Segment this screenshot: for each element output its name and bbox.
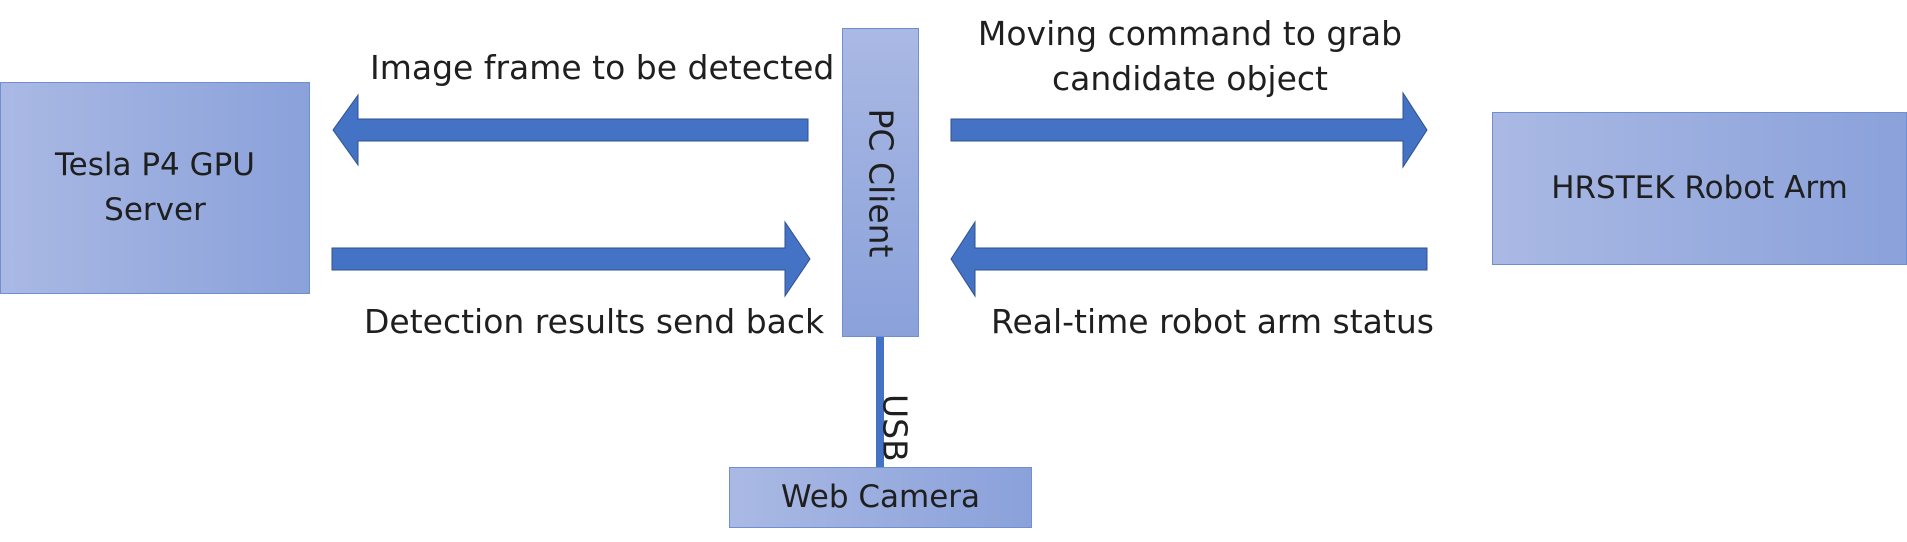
arrow-moving-command <box>950 91 1428 169</box>
pc-client-label: PC Client <box>861 108 900 257</box>
robot-arm-label: HRSTEK Robot Arm <box>1551 170 1848 207</box>
robot-arm-box: HRSTEK Robot Arm <box>1492 112 1907 265</box>
pc-client-box: PC Client <box>842 28 919 337</box>
web-camera-label: Web Camera <box>780 479 981 516</box>
detection-results-label: Detection results send back <box>364 302 825 341</box>
usb-connector-line <box>876 337 884 468</box>
arrow-detection-results <box>331 220 811 298</box>
usb-label: USB <box>875 394 915 462</box>
moving-command-label: Moving command to grab candidate object <box>977 14 1403 98</box>
image-frame-label: Image frame to be detected <box>370 48 835 87</box>
gpu-server-label: Tesla P4 GPU Server <box>54 147 256 228</box>
arrow-robot-status <box>950 220 1428 298</box>
web-camera-box: Web Camera <box>729 467 1032 528</box>
gpu-server-box: Tesla P4 GPU Server <box>0 82 310 294</box>
arrow-image-frame <box>332 93 809 167</box>
robot-status-label: Real-time robot arm status <box>991 302 1434 341</box>
